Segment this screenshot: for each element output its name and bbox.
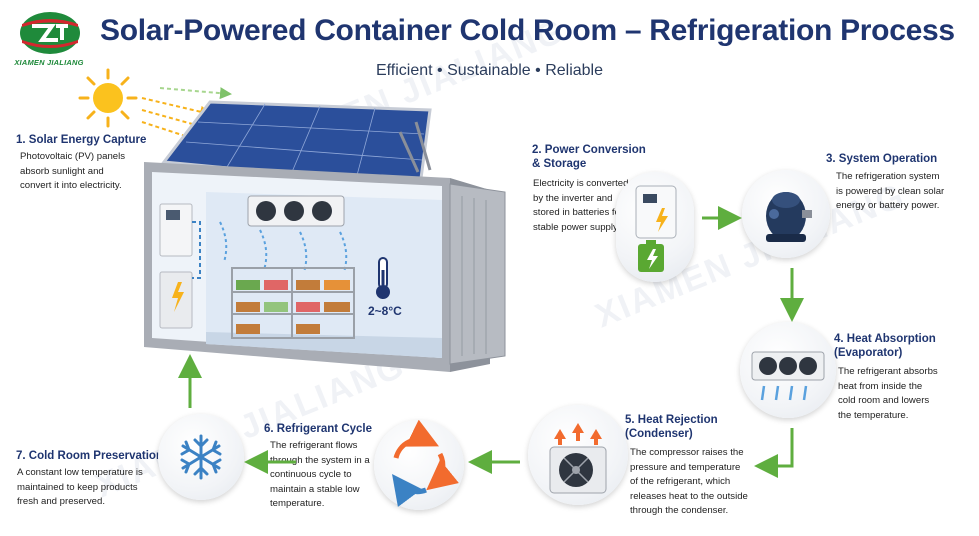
inverter-icon <box>635 185 677 272</box>
cycle-icon <box>392 419 459 507</box>
condenser-icon <box>549 423 607 494</box>
step-4-title: 4. Heat Absorption (Evaporator) <box>834 333 936 359</box>
snowflake-icon <box>180 434 222 480</box>
produce-shelf <box>231 267 355 339</box>
inverter-battery-circle <box>616 172 694 282</box>
condenser-circle <box>528 405 628 505</box>
page-title: Solar-Powered Container Cold Room – Refr… <box>100 14 955 47</box>
step-1-title: 1. Solar Energy Capture <box>16 134 147 146</box>
step-2-desc: Electricity is converted by the inverter… <box>533 178 629 233</box>
step-7-desc: A constant low temperature is maintained… <box>17 467 143 507</box>
step-2-title: 2. Power Conversion & Storage <box>532 144 646 170</box>
refrigerant-cycle-circle <box>374 419 464 510</box>
compressor-icon <box>766 192 812 242</box>
step-3-desc: The refrigeration system is powered by c… <box>836 171 945 211</box>
logo-icon <box>20 12 80 54</box>
page-subtitle: Efficient • Sustainable • Reliable <box>375 62 604 79</box>
arrow-4-to-5 <box>754 428 794 478</box>
step-7-title: 7. Cold Room Preservation <box>16 450 163 462</box>
compressor-circle <box>742 170 830 258</box>
thermometer-icon <box>376 257 390 299</box>
cold-preservation-circle <box>158 414 244 500</box>
logo-text: XIAMEN JIALIANG <box>14 58 84 67</box>
evaporator-circle <box>740 322 836 418</box>
step-5-desc: The compressor raises the pressure and t… <box>630 447 748 516</box>
step-3-title: 3. System Operation <box>826 153 938 165</box>
evaporator-icon <box>751 351 825 401</box>
container-cold-room <box>144 100 506 372</box>
step-6-desc: The refrigerant flows through the system… <box>270 440 370 509</box>
step-1-desc: Photovoltaic (PV) panels absorb sunlight… <box>20 151 126 191</box>
temperature-label: 2~8°C <box>368 304 402 318</box>
step-5-title: 5. Heat Rejection (Condenser) <box>625 414 718 440</box>
step-4-desc: The refrigerant absorbs heat from inside… <box>838 366 938 421</box>
step-6-title: 6. Refrigerant Cycle <box>264 423 373 435</box>
sun-icon <box>78 68 138 128</box>
company-logo <box>18 10 82 56</box>
